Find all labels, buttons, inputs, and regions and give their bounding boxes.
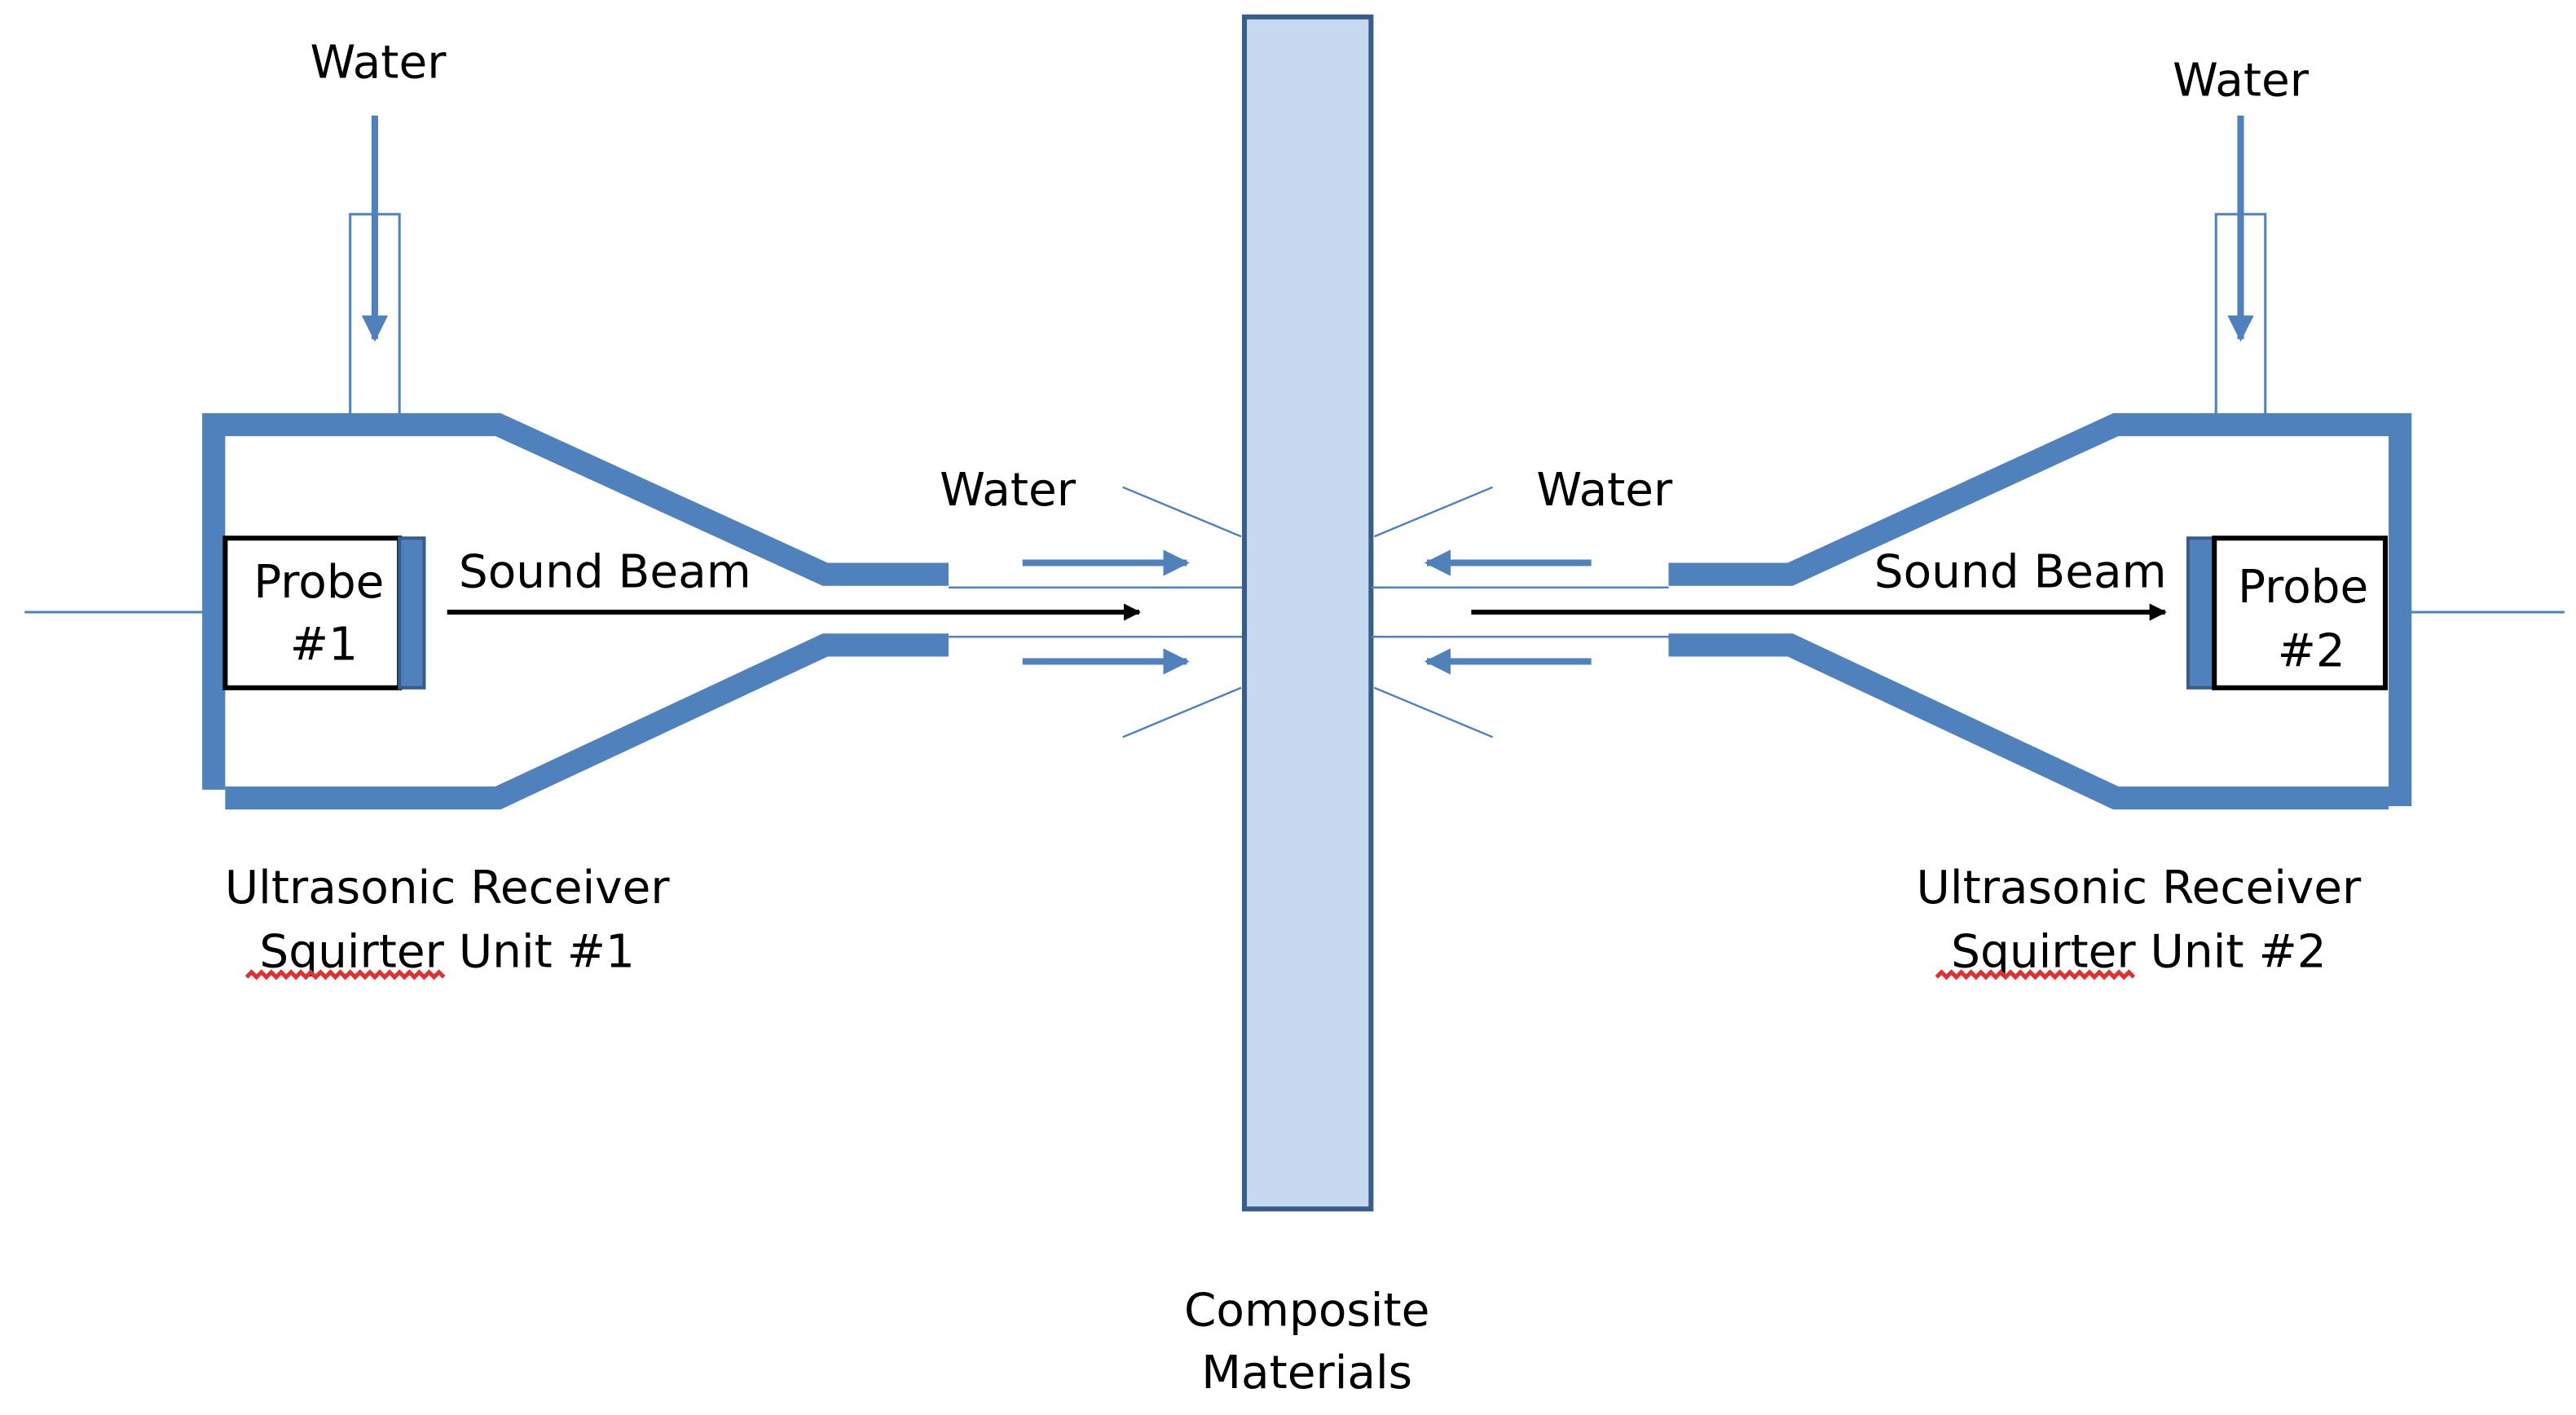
squirter-unit-1 — [202, 115, 1142, 810]
probe-2-number: #2 — [2278, 625, 2345, 678]
squirter-body-lower-1 — [225, 633, 949, 810]
water-jet-left — [948, 486, 1245, 738]
water-label-mid-right: Water — [1536, 464, 1673, 517]
unit-2-caption-line1: Ultrasonic Receiver — [1917, 862, 2362, 915]
probe-2-face — [2186, 536, 2217, 690]
unit-1-caption-line1: Ultrasonic Receiver — [225, 862, 671, 915]
diagram-labels: Water Water Water Water Probe #1 Probe #… — [225, 36, 2368, 1400]
squirter-unit-2 — [1471, 115, 2412, 810]
probe-2-box — [2212, 536, 2389, 690]
squirter-body-upper-2 — [1668, 412, 2412, 807]
unit-1-caption-line2: Squirter Unit #1 — [259, 926, 635, 979]
composite-label-line2: Materials — [1201, 1347, 1412, 1400]
water-label-mid-left: Water — [940, 464, 1077, 517]
water-label-top-right: Water — [2173, 55, 2310, 108]
squirter-body-upper-1 — [202, 412, 949, 790]
probe-2-label: Probe — [2238, 561, 2368, 614]
water-label-top-left: Water — [310, 36, 447, 89]
composite-plate — [1242, 14, 1374, 1212]
probe-1-label: Probe — [253, 556, 384, 609]
probe-1-number: #1 — [290, 619, 358, 672]
spellcheck-underline-1 — [244, 969, 446, 981]
water-jet-right — [1371, 486, 1669, 738]
probe-1-face — [398, 536, 426, 690]
composite-label-line1: Composite — [1184, 1284, 1429, 1337]
sound-beam-label-right: Sound Beam — [1874, 546, 2167, 599]
squirter-body-lower-2 — [1668, 633, 2389, 810]
sound-beam-label-left: Sound Beam — [459, 546, 751, 599]
spellcheck-underline-2 — [1935, 969, 2136, 981]
unit-2-caption-line2: Squirter Unit #2 — [1951, 926, 2327, 979]
